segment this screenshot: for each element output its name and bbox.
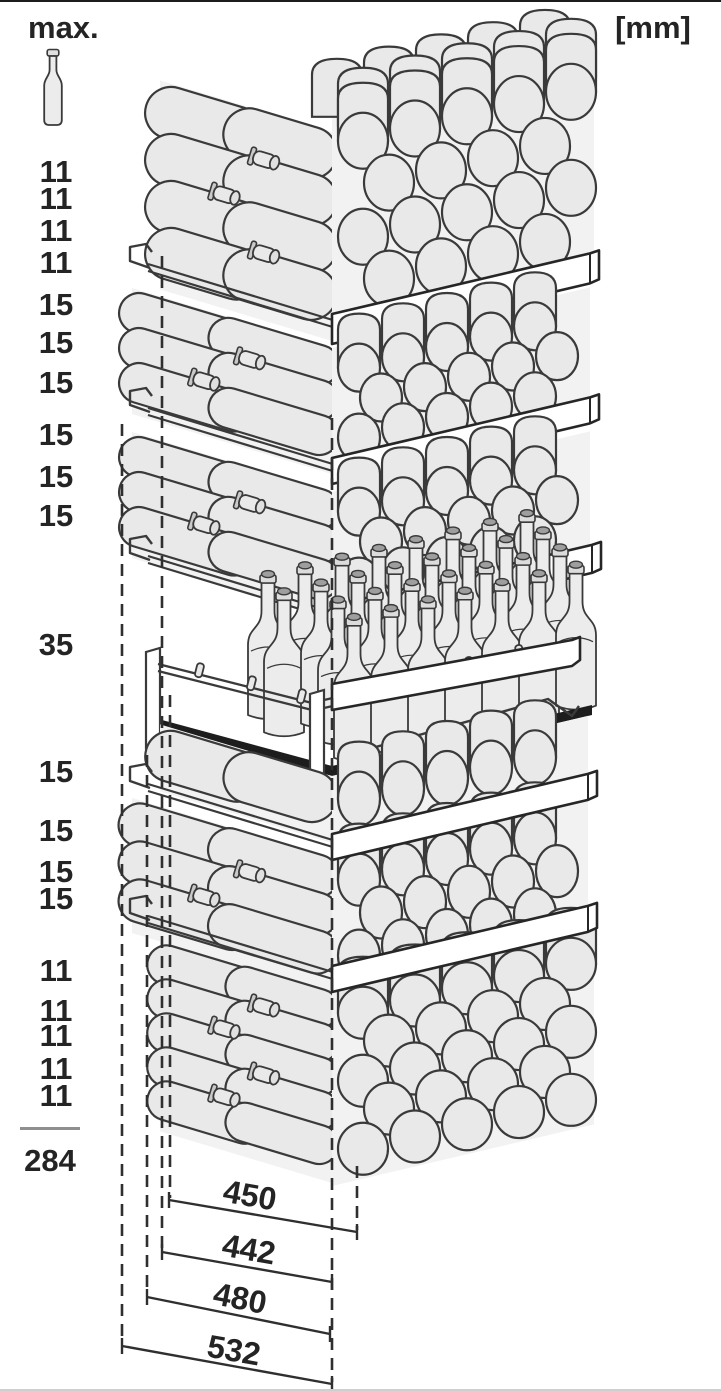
bottle-stack-side-face — [144, 80, 339, 342]
capacity-count-label: 11 — [39, 245, 73, 280]
capacity-count-label: 11 — [39, 154, 73, 189]
capacity-count-label: 15 — [38, 365, 74, 400]
capacity-count-label: 11 — [39, 181, 73, 216]
dimension-480-label: 480 — [210, 1275, 269, 1321]
capacity-count-label: 35 — [38, 627, 74, 662]
bottle-stack-front-face — [332, 906, 598, 1186]
capacity-count-label: 11 — [39, 1051, 73, 1086]
bottle-stack-front-face — [310, 8, 598, 325]
standing-bottle-drawer — [144, 508, 597, 790]
max-label: max. — [28, 10, 99, 45]
capacity-count-label: 15 — [38, 754, 74, 789]
capacity-count-label: 15 — [38, 287, 74, 322]
capacity-count-label: 15 — [38, 813, 74, 848]
capacity-count-label: 15 — [38, 498, 74, 533]
capacity-count-label: 15 — [38, 417, 74, 452]
dimension-532-label: 532 — [204, 1328, 263, 1373]
unit-label: [mm] — [615, 10, 691, 45]
capacity-count-label: 15 — [38, 881, 74, 916]
construction-dashed-lines — [120, 256, 359, 1382]
bottle-stack-front-face — [332, 699, 588, 836]
capacity-count-label: 11 — [39, 1078, 73, 1113]
bottle-stack-side-face — [117, 288, 341, 474]
capacity-count-label: 11 — [39, 993, 73, 1028]
capacity-count-label: 11 — [39, 213, 73, 248]
capacity-count-label: 15 — [38, 459, 74, 494]
bottle-stack-side-face — [146, 940, 340, 1183]
top-border-line — [0, 0, 721, 2]
bottle-stack-side-face — [144, 724, 339, 843]
pullout-shelf — [128, 894, 599, 994]
capacity-count-label: 11 — [39, 1018, 73, 1053]
dimension-lines — [120, 1192, 359, 1391]
sum-divider-line — [20, 1127, 80, 1130]
capacity-count-label: 15 — [38, 325, 74, 360]
bottom-border-line — [0, 1389, 721, 1391]
total-count-label: 284 — [24, 1143, 76, 1178]
capacity-count-label: 11 — [39, 953, 73, 988]
wine-bottle-icon — [43, 48, 63, 126]
capacity-count-label: 15 — [38, 854, 74, 889]
bottle-stack-side-face — [117, 432, 341, 618]
